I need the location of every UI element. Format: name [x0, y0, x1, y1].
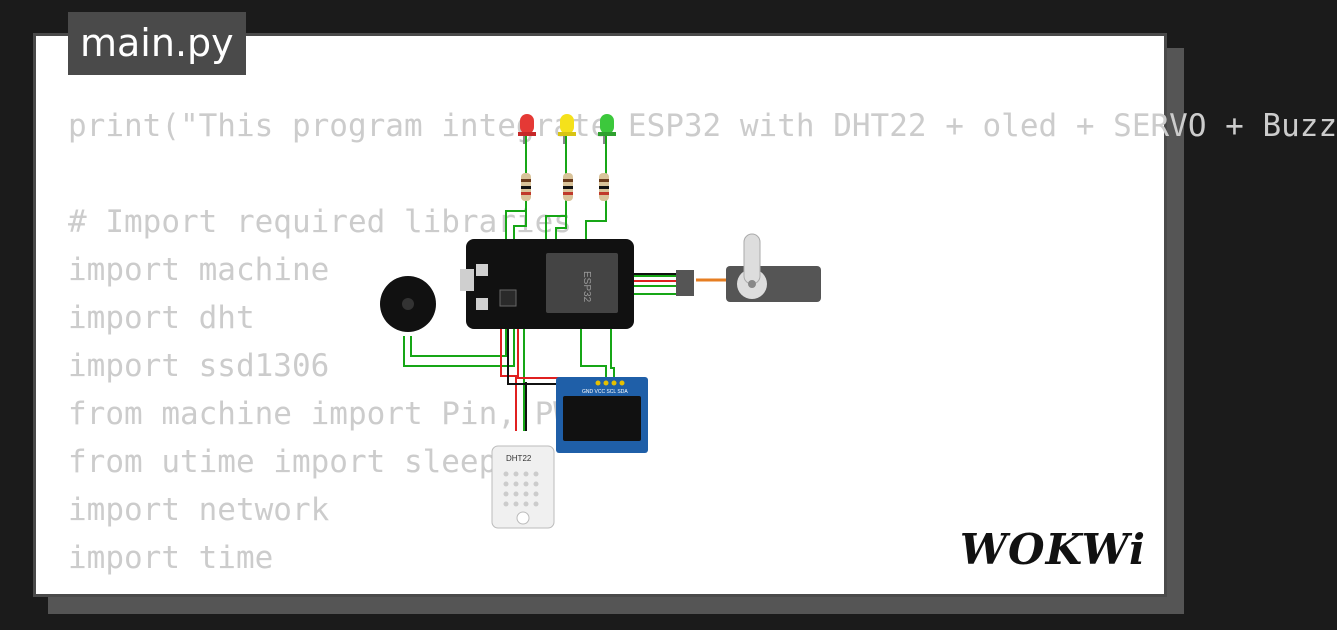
file-tab[interactable]: main.py [68, 12, 246, 75]
red-led [518, 114, 536, 144]
dht22-sensor: DHT22 [491, 445, 555, 529]
code-line: import time [68, 540, 274, 576]
buzzer [380, 276, 436, 332]
project-preview-card[interactable]: print("This program integrate ESP32 with… [33, 33, 1337, 597]
dht22-label: DHT22 [506, 454, 532, 463]
code-line: print("This program integrate ESP32 with… [68, 108, 1337, 144]
yellow-led [558, 114, 576, 144]
wokwi-logo[interactable]: WOKWi [959, 525, 1146, 574]
servo-motor [676, 233, 821, 302]
code-line: import dht [68, 300, 255, 336]
code-line: import machine [68, 252, 330, 288]
oled-display: GND VCC SCL SDA [556, 377, 648, 453]
esp32-label: ESP32 [581, 271, 592, 303]
esp32-board: ESP32 [460, 239, 634, 329]
green-led [598, 114, 616, 144]
code-line: import ssd1306 [68, 348, 330, 384]
code-line: # Import required libraries [68, 204, 572, 240]
oled-pin-labels: GND VCC SCL SDA [582, 389, 628, 395]
code-line: from utime import sleep [68, 444, 498, 480]
circuit-diagram: ESP32 GND VCC SCL SDA [380, 114, 821, 529]
resistors [521, 173, 609, 201]
code-line: import network [68, 492, 330, 528]
code-preview: print("This program integrate ESP32 with… [68, 102, 1337, 582]
